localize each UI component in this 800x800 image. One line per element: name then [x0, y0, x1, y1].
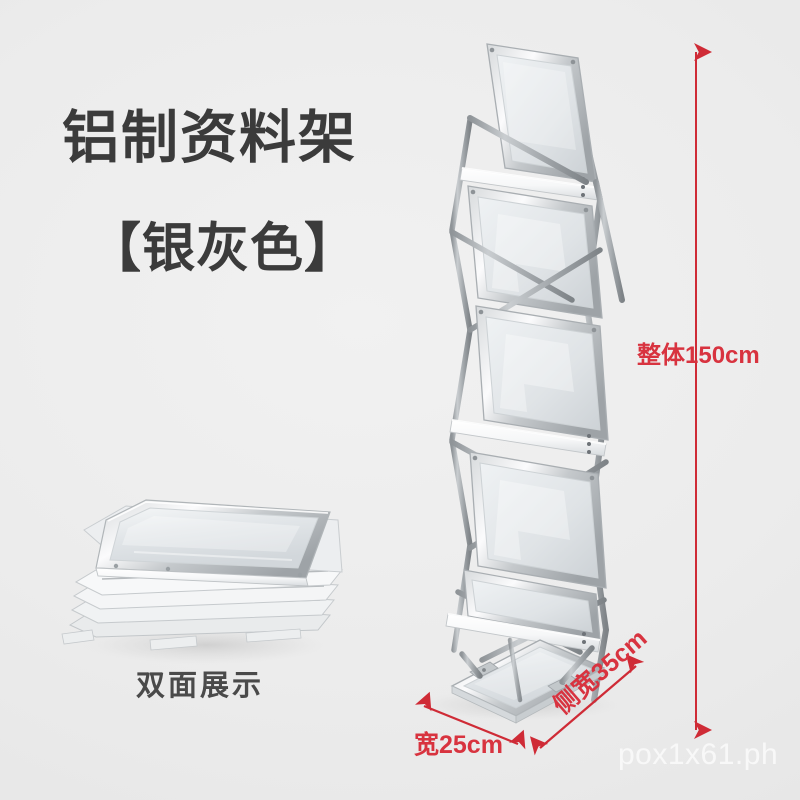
rack-tier-5: [445, 569, 601, 653]
rack-tier-2: [467, 185, 603, 319]
rack-tier-3: [449, 305, 609, 457]
page-title: 铝制资料架: [62, 106, 357, 170]
rack-tier-4: [469, 451, 607, 589]
rack-cross-strut-1: [467, 115, 625, 303]
width-dimension-label: 宽25cm: [414, 731, 503, 759]
color-variant-label: 【银灰色】: [88, 219, 358, 278]
folded-stack-caption: 双面展示: [136, 670, 265, 702]
height-dimension-label: 整体150cm: [637, 342, 760, 369]
folded-top-plate: [95, 499, 331, 587]
folded-leg-tabs: [61, 628, 302, 651]
depth-dimension-arrow: [529, 654, 645, 756]
watermark-text: pox1x61.ph: [618, 738, 779, 771]
width-dimension-arrow: [415, 691, 526, 750]
